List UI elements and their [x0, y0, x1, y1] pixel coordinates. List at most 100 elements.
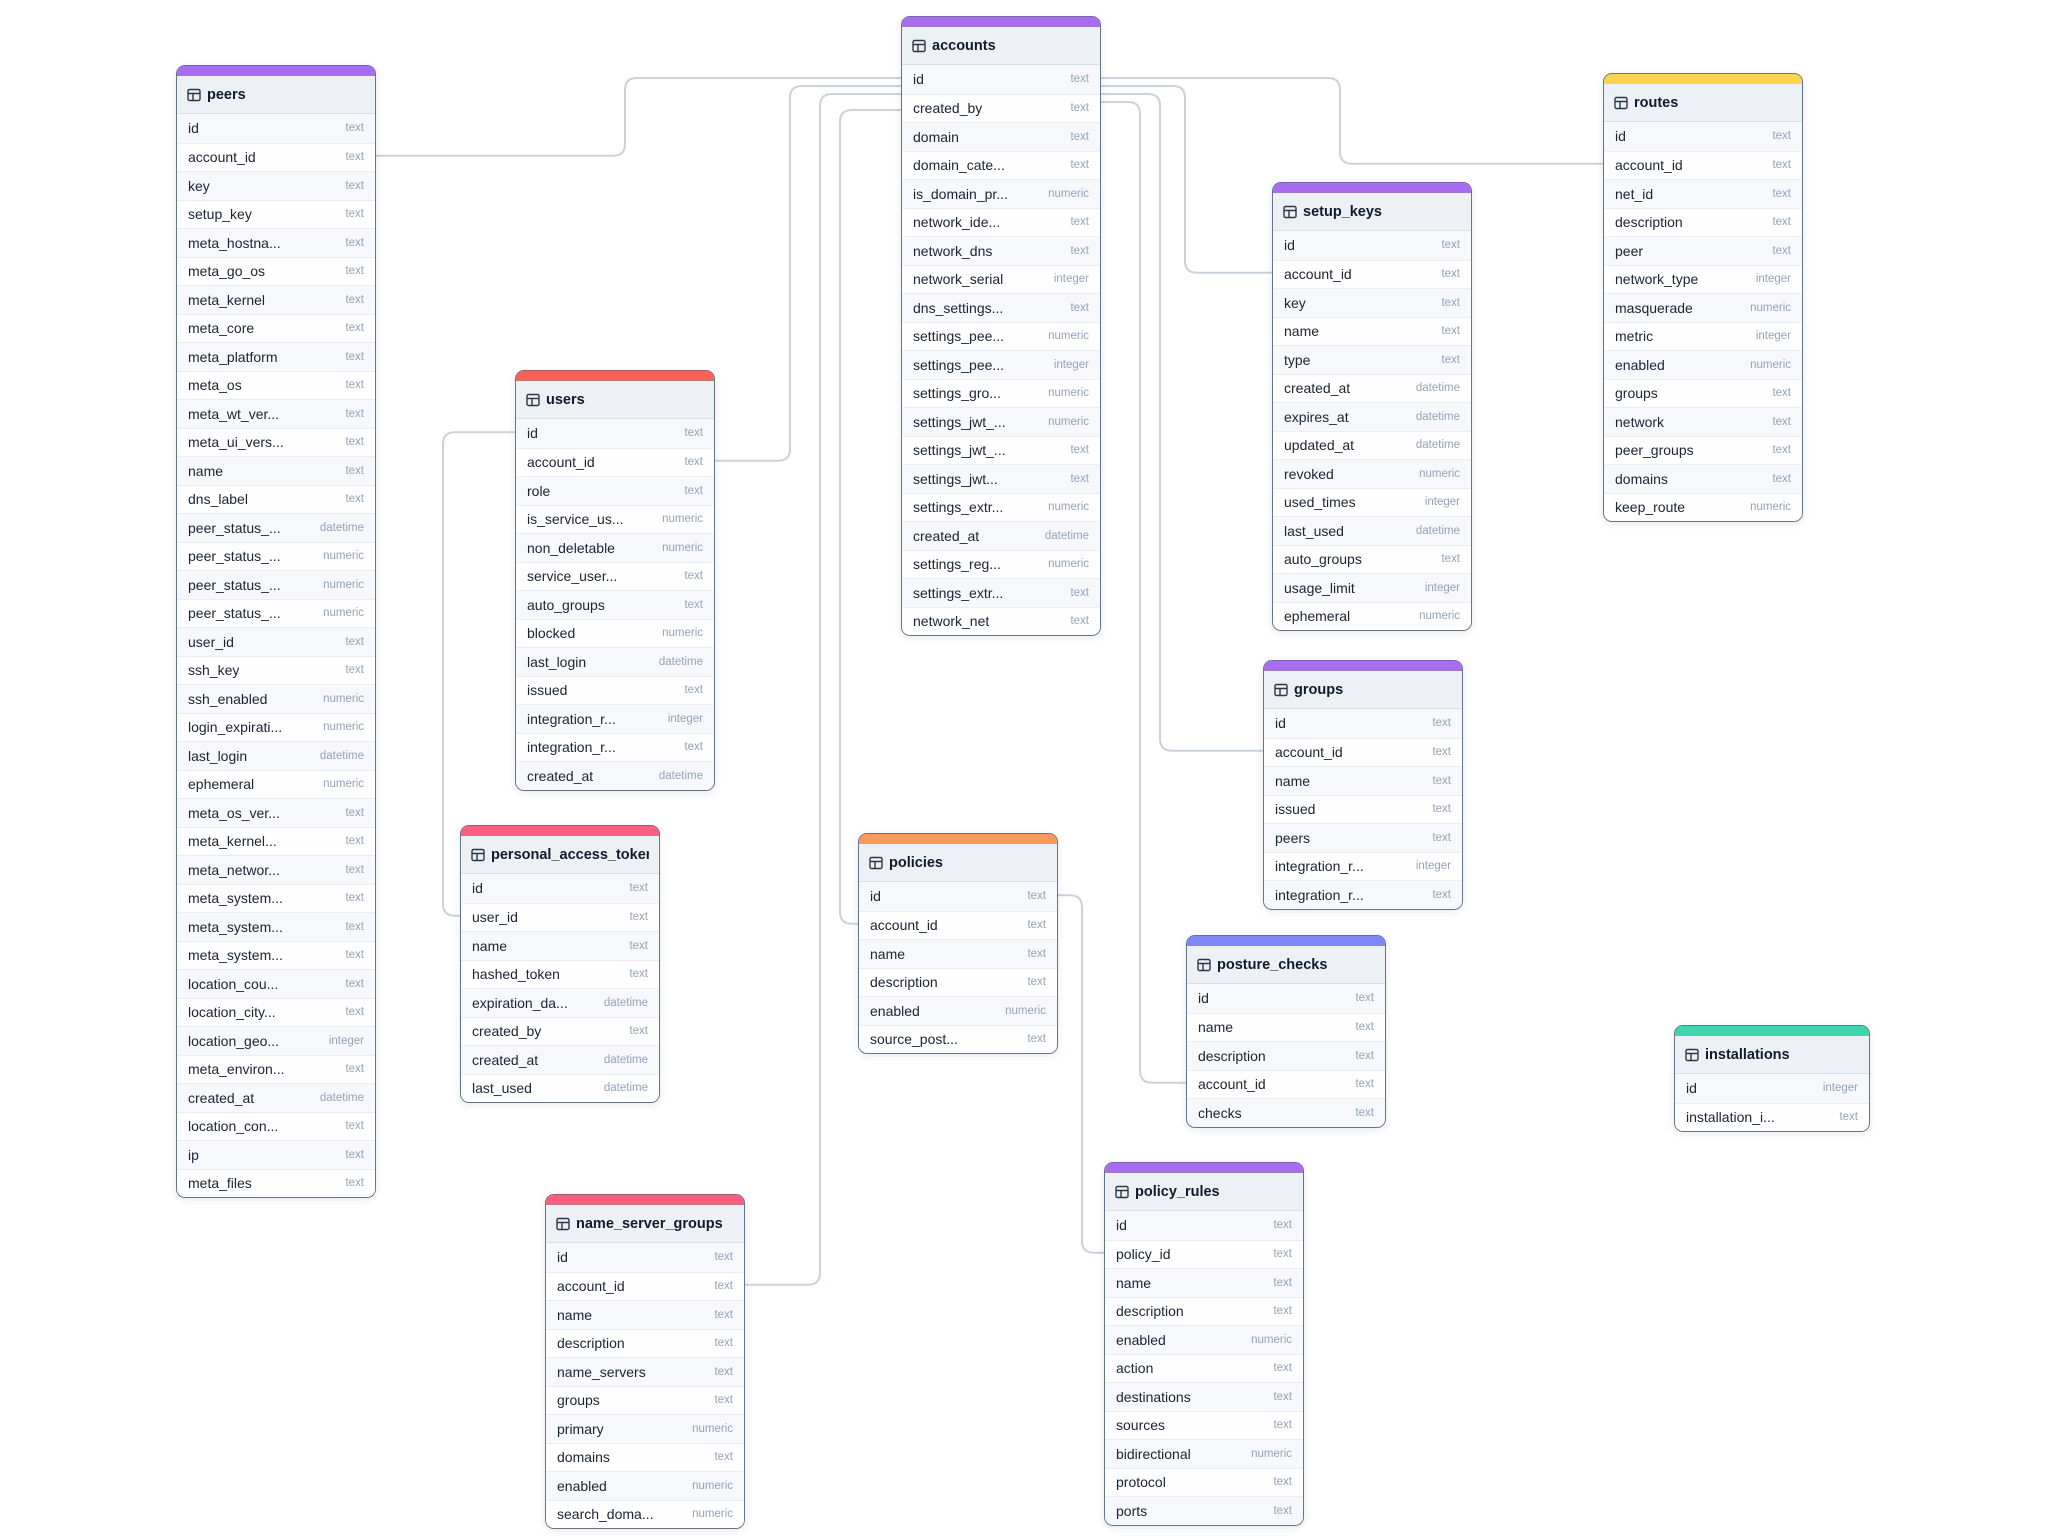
- field-row: meta_go_os text: [177, 256, 375, 285]
- field-name: domains: [1615, 470, 1668, 487]
- table-peers[interactable]: peers id text account_id text key text s…: [176, 65, 376, 1198]
- field-name: meta_core: [188, 320, 255, 337]
- field-type: text: [1441, 268, 1460, 281]
- field-name: search_doma...: [557, 1506, 654, 1523]
- field-row: used_times integer: [1273, 487, 1471, 516]
- field-row: issued text: [516, 675, 714, 704]
- table-name_server_groups[interactable]: name_server_groups id text account_id te…: [545, 1194, 745, 1529]
- field-type: text: [345, 122, 364, 135]
- field-type: text: [1027, 919, 1046, 932]
- field-name: created_at: [1284, 380, 1351, 397]
- table-accent-bar: [902, 17, 1100, 27]
- table-header[interactable]: routes: [1604, 84, 1802, 122]
- field-row: meta_environ... text: [177, 1054, 375, 1083]
- field-type: text: [1273, 1219, 1292, 1232]
- field-type: text: [684, 741, 703, 754]
- field-type: text: [345, 464, 364, 477]
- table-accent-bar: [177, 66, 375, 76]
- field-row: location_geo... integer: [177, 1026, 375, 1055]
- field-type: text: [1273, 1248, 1292, 1261]
- relationship-line[interactable]: [1101, 101, 1186, 1084]
- field-row: action text: [1105, 1353, 1303, 1382]
- field-row: description text: [1604, 207, 1802, 236]
- field-row: ip text: [177, 1140, 375, 1169]
- table-policies[interactable]: policies id text account_id text name te…: [858, 833, 1058, 1054]
- table-header[interactable]: posture_checks: [1187, 946, 1385, 984]
- table-personal_access_tokens[interactable]: personal_access_tokens id text user_id t…: [460, 825, 660, 1103]
- field-type: numeric: [1750, 301, 1791, 314]
- field-name: key: [188, 177, 210, 194]
- field-name: is_service_us...: [527, 511, 624, 528]
- field-name: key: [1284, 294, 1306, 311]
- relationship-line[interactable]: [839, 109, 901, 925]
- field-type: text: [1432, 746, 1451, 759]
- field-type: text: [1772, 130, 1791, 143]
- table-header[interactable]: peers: [177, 76, 375, 114]
- table-accounts[interactable]: accounts id text created_by text domain …: [901, 16, 1101, 636]
- relationship-line[interactable]: [1101, 77, 1603, 165]
- relationship-line[interactable]: [1101, 85, 1272, 274]
- field-name: login_expirati...: [188, 719, 283, 736]
- field-row: settings_extr... numeric: [902, 492, 1100, 521]
- table-header[interactable]: personal_access_tokens: [461, 836, 659, 874]
- table-header[interactable]: groups: [1264, 671, 1462, 709]
- table-header[interactable]: name_server_groups: [546, 1205, 744, 1243]
- field-type: numeric: [323, 550, 364, 563]
- field-type: numeric: [323, 721, 364, 734]
- field-name: description: [1615, 214, 1683, 231]
- table-posture_checks[interactable]: posture_checks id text name text descrip…: [1186, 935, 1386, 1128]
- table-routes[interactable]: routes id text account_id text net_id te…: [1603, 73, 1803, 522]
- field-type: text: [1070, 615, 1089, 628]
- field-type: datetime: [1415, 524, 1460, 537]
- field-name: role: [527, 482, 551, 499]
- relationship-line[interactable]: [442, 431, 515, 917]
- table-groups[interactable]: groups id text account_id text name text…: [1263, 660, 1463, 910]
- field-name: installation_i...: [1686, 1109, 1775, 1126]
- table-name: routes: [1634, 94, 1679, 111]
- field-row: ssh_enabled numeric: [177, 684, 375, 713]
- table-header[interactable]: policy_rules: [1105, 1173, 1303, 1211]
- field-row: name text: [1273, 316, 1471, 345]
- field-name: enabled: [557, 1477, 607, 1494]
- relationship-line[interactable]: [715, 85, 901, 462]
- field-name: user_id: [188, 633, 234, 650]
- table-policy_rules[interactable]: policy_rules id text policy_id text name…: [1104, 1162, 1304, 1526]
- field-row: created_at datetime: [1273, 373, 1471, 402]
- field-name: network_dns: [913, 242, 993, 259]
- field-row: network text: [1604, 407, 1802, 436]
- field-row: key text: [177, 171, 375, 200]
- field-type: text: [345, 151, 364, 164]
- field-type: text: [1441, 325, 1460, 338]
- relationship-line[interactable]: [745, 93, 901, 1286]
- field-row: last_used datetime: [461, 1073, 659, 1102]
- table-installations[interactable]: installations id integer installation_i.…: [1674, 1025, 1870, 1132]
- field-row: domains text: [1604, 464, 1802, 493]
- table-accent-bar: [461, 826, 659, 836]
- field-name: domain_cate...: [913, 157, 1005, 174]
- field-row: key text: [1273, 288, 1471, 317]
- field-row: settings_pee... integer: [902, 350, 1100, 379]
- relationship-line[interactable]: [1058, 894, 1104, 1254]
- field-row: domains text: [546, 1442, 744, 1471]
- field-type: text: [684, 427, 703, 440]
- field-row: auto_groups text: [516, 590, 714, 619]
- table-users[interactable]: users id text account_id text role text …: [515, 370, 715, 791]
- table-name: personal_access_tokens: [491, 846, 649, 863]
- field-name: settings_pee...: [913, 328, 1005, 345]
- field-name: created_at: [913, 527, 980, 544]
- table-setup_keys[interactable]: setup_keys id text account_id text key t…: [1272, 182, 1472, 631]
- table-header[interactable]: setup_keys: [1273, 193, 1471, 231]
- field-name: meta_go_os: [188, 263, 266, 280]
- field-type: text: [1355, 992, 1374, 1005]
- field-type: text: [345, 293, 364, 306]
- field-type: integer: [667, 712, 703, 725]
- table-header[interactable]: accounts: [902, 27, 1100, 65]
- field-name: name: [472, 937, 508, 954]
- relationship-line[interactable]: [376, 77, 901, 157]
- table-header[interactable]: policies: [859, 844, 1057, 882]
- field-row: keep_route numeric: [1604, 492, 1802, 521]
- relationship-line[interactable]: [1101, 93, 1263, 752]
- table-header[interactable]: users: [516, 381, 714, 419]
- table-header[interactable]: installations: [1675, 1036, 1869, 1074]
